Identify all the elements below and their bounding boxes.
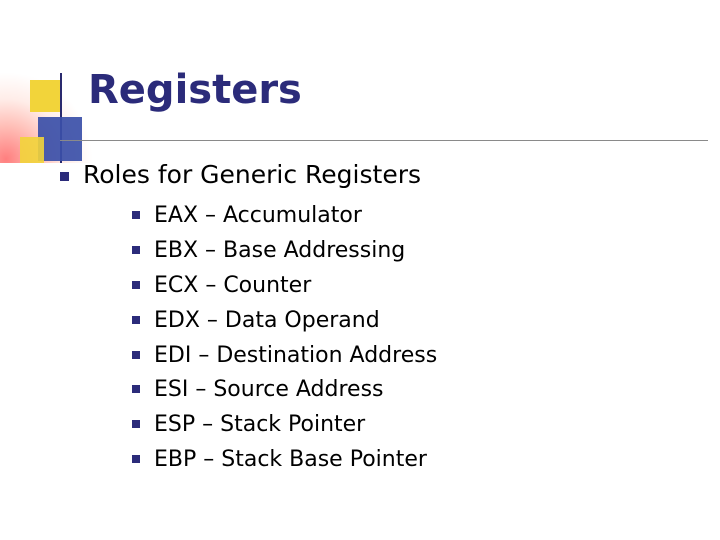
list-item: ESP – Stack Pointer: [132, 409, 700, 441]
square-bullet-icon: [132, 420, 140, 429]
list-item-label: EAX – Accumulator: [154, 203, 362, 228]
slide-body: Roles for Generic Registers EAX – Accumu…: [60, 160, 700, 479]
square-bullet-icon: [132, 245, 140, 254]
square-bullet-icon: [60, 172, 69, 181]
list-item-label: EBP – Stack Base Pointer: [154, 447, 427, 473]
yellow-square-bottom: [20, 137, 44, 163]
square-bullet-icon: [132, 350, 140, 359]
list-item: EDX – Data Operand: [132, 305, 700, 337]
list-item-label: EDX – Data Operand: [154, 307, 380, 333]
list-item-label: ESI – Source Address: [154, 377, 384, 403]
square-bullet-icon: [132, 280, 140, 289]
list-item: ESI – Source Address: [132, 374, 700, 406]
list-item-label: ESP – Stack Pointer: [154, 412, 366, 438]
list-item-label: EDI – Destination Address: [154, 342, 438, 368]
list-item: EBP – Stack Base Pointer: [132, 444, 700, 476]
square-bullet-icon: [132, 385, 140, 394]
square-bullet-icon: [132, 315, 140, 324]
list-item-label: EBX – Base Addressing: [154, 237, 406, 263]
register-list: EAX – Accumulator EBX – Base Addressing …: [132, 200, 700, 476]
decorative-corner-graphic: [0, 55, 96, 163]
heading-bullet-row: Roles for Generic Registers: [60, 160, 700, 190]
list-item: EDI – Destination Address: [132, 340, 700, 372]
list-item: EAX – Accumulator: [132, 200, 700, 232]
yellow-square-top: [30, 80, 60, 112]
square-bullet-icon: [132, 455, 140, 464]
page-title: Registers: [88, 67, 302, 113]
list-item: ECX – Counter: [132, 270, 700, 302]
title-divider: [60, 140, 708, 141]
list-item-label: ECX – Counter: [154, 272, 312, 298]
section-heading: Roles for Generic Registers: [83, 160, 422, 189]
list-item: EBX – Base Addressing: [132, 235, 700, 267]
blue-square: [38, 117, 82, 161]
square-bullet-icon: [132, 211, 140, 219]
